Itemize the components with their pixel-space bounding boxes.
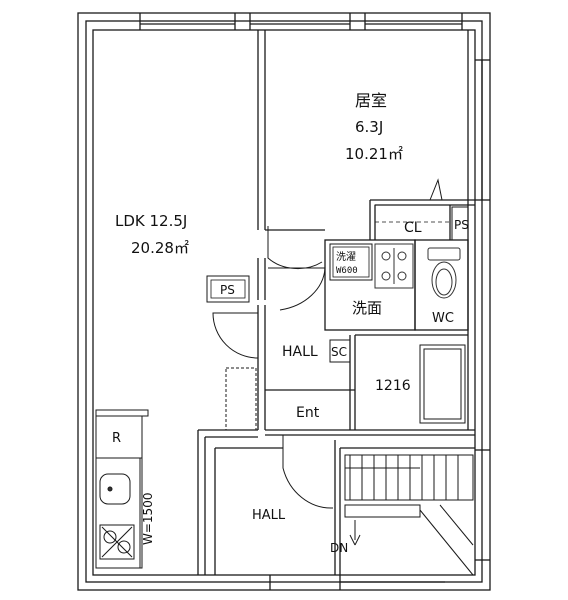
sliding-door bbox=[225, 367, 257, 431]
ps-top-label: PS bbox=[454, 218, 469, 232]
stairs bbox=[344, 454, 474, 576]
bedroom-name: 居室 bbox=[355, 91, 387, 110]
hall-inner-label: HALL bbox=[282, 344, 318, 360]
closet: CL bbox=[374, 204, 451, 241]
closet-label: CL bbox=[404, 220, 422, 236]
pipe-shaft-ldk: PS bbox=[206, 275, 250, 303]
refrigerator-label: R bbox=[112, 431, 121, 446]
stair-down-label: DN bbox=[330, 541, 348, 555]
ldk-name: LDK 12.5J bbox=[115, 212, 187, 230]
entrance-label: Ent bbox=[296, 405, 320, 421]
washer-size-label: W600 bbox=[336, 266, 358, 276]
washbasin bbox=[374, 243, 414, 289]
shoe-closet: SC bbox=[329, 339, 351, 363]
outer-walls bbox=[77, 12, 491, 591]
washroom-label: 洗面 bbox=[352, 299, 382, 317]
ps-ldk-label: PS bbox=[220, 283, 235, 297]
ldk-area: 20.28㎡ bbox=[131, 239, 189, 257]
toilet bbox=[427, 247, 461, 299]
toilet-label: WC bbox=[432, 311, 454, 326]
bedroom-area: 10.21㎡ bbox=[345, 145, 403, 163]
shoe-closet-label: SC bbox=[331, 345, 347, 359]
bathtub bbox=[419, 344, 466, 424]
hall-outer-label: HALL bbox=[252, 508, 286, 523]
pipe-shaft-top: PS bbox=[451, 206, 469, 241]
door-swings bbox=[212, 178, 443, 509]
washer-label: 洗濯 bbox=[336, 251, 356, 263]
kitchen-width-label: W=1500 bbox=[141, 493, 155, 545]
kitchen-counter bbox=[95, 409, 149, 569]
bath-size-label: 1216 bbox=[375, 378, 411, 394]
bedroom-size: 6.3J bbox=[355, 118, 383, 136]
washer-pan: 洗濯 W600 bbox=[329, 243, 373, 281]
